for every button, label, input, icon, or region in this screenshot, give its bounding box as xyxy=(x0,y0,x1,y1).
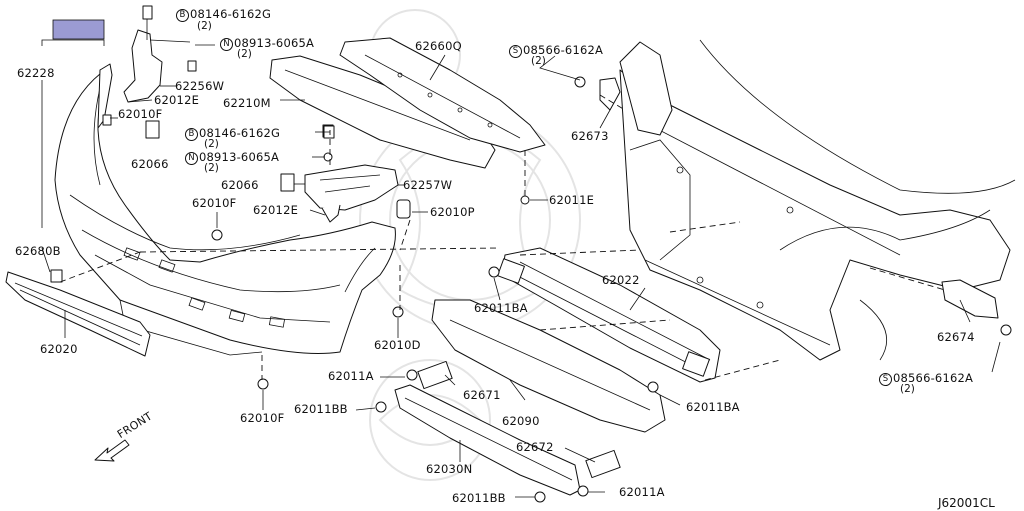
fastener-62011bb-a[interactable] xyxy=(375,401,387,413)
callout-c8[interactable]: 62210M xyxy=(223,96,271,110)
badge-s-icon: S xyxy=(509,45,522,58)
fastener-62010f-a[interactable] xyxy=(102,114,112,126)
callout-c21[interactable]: 62022 xyxy=(602,273,640,287)
callout-c14[interactable]: 62066 xyxy=(221,178,259,192)
clip-62066-b[interactable] xyxy=(280,173,295,192)
callout-c16[interactable]: 62011E xyxy=(549,193,595,207)
badge-s-icon: S xyxy=(879,373,892,386)
bracket-62673[interactable] xyxy=(599,77,621,111)
bumper-beam-62022[interactable] xyxy=(497,247,721,383)
badge-n-icon: N xyxy=(185,152,198,165)
clip-62010p[interactable] xyxy=(396,199,411,219)
callout-c15[interactable]: 62257W xyxy=(403,178,453,192)
qty-c28: (2) xyxy=(900,383,915,395)
qty-c12: (2) xyxy=(204,162,219,174)
lower-grille[interactable] xyxy=(5,271,151,357)
qty-c1: (2) xyxy=(197,20,212,32)
clip-62680b[interactable] xyxy=(50,269,63,283)
badge-n-icon: N xyxy=(220,38,233,51)
callout-c20[interactable]: 62680B xyxy=(15,244,61,258)
callout-c23[interactable]: 62674 xyxy=(937,330,975,344)
fastener-62010d[interactable] xyxy=(392,306,404,318)
callout-c32[interactable]: 62011BA xyxy=(686,400,740,414)
front-arrow-icon xyxy=(94,439,130,462)
callout-c31[interactable]: 62090 xyxy=(502,414,540,428)
callout-c34[interactable]: 62030N xyxy=(426,462,473,476)
badge-b-icon: B xyxy=(176,9,189,22)
fastener-62011e[interactable] xyxy=(520,195,530,205)
bracket-62257w[interactable] xyxy=(304,164,399,223)
callout-c27[interactable]: 62671 xyxy=(463,388,501,402)
callout-c33[interactable]: 62672 xyxy=(516,440,554,454)
callout-c22[interactable]: 62011BA xyxy=(474,301,528,315)
callout-c25[interactable]: 62010D xyxy=(374,338,421,352)
callout-c6[interactable]: 62256W xyxy=(175,79,225,93)
upper-support-62660q[interactable] xyxy=(339,37,546,153)
bracket-62672[interactable] xyxy=(585,449,621,479)
bracket-62671[interactable] xyxy=(417,360,453,390)
callout-c18[interactable]: 62012E xyxy=(253,203,299,217)
body-structure xyxy=(619,39,1016,361)
absorber-62210m[interactable] xyxy=(269,55,496,169)
fastener-62011ba-b[interactable] xyxy=(647,381,659,393)
callout-c30[interactable]: 62010F xyxy=(240,411,285,425)
fastener-62011bb-b[interactable] xyxy=(534,491,546,503)
qty-c11: (2) xyxy=(204,138,219,150)
clip-62066-a[interactable] xyxy=(145,120,160,139)
fastener-08566-b[interactable] xyxy=(1000,324,1012,336)
front-bumper-fascia[interactable] xyxy=(54,63,396,356)
diagram-code: J62001CL xyxy=(938,496,995,510)
callout-c35[interactable]: 62011A xyxy=(619,485,665,499)
fastener-62010f-b[interactable] xyxy=(211,229,223,241)
bracket-62674[interactable] xyxy=(941,279,999,319)
leader-lines xyxy=(41,39,1001,498)
callout-c13[interactable]: 62066 xyxy=(131,157,169,171)
badge-b-icon: B xyxy=(185,128,198,141)
callout-c26[interactable]: 62011A xyxy=(328,369,374,383)
fastener-08566-a[interactable] xyxy=(574,76,586,88)
callout-c10[interactable]: 62673 xyxy=(571,129,609,143)
fastener-62011a-b[interactable] xyxy=(577,485,589,497)
qty-c2: (2) xyxy=(237,48,252,60)
fastener-62011a-a[interactable] xyxy=(406,369,418,381)
callout-c5[interactable]: 62228 xyxy=(17,66,55,80)
callout-c7[interactable]: 62012E xyxy=(154,93,200,107)
part-62228-highlight[interactable] xyxy=(52,19,105,40)
callout-c29[interactable]: 62011BB xyxy=(294,402,348,416)
callout-c3[interactable]: 62660Q xyxy=(415,39,462,53)
fastener-62010f-c[interactable] xyxy=(257,378,269,390)
qty-c4: (2) xyxy=(531,55,546,67)
callout-c36[interactable]: 62011BB xyxy=(452,491,506,505)
fastener-62011ba-a[interactable] xyxy=(488,266,500,278)
absorber-62090[interactable] xyxy=(431,299,666,433)
bracket-62256w[interactable] xyxy=(123,5,163,103)
callout-c17[interactable]: 62010F xyxy=(192,196,237,210)
callout-c24[interactable]: 62020 xyxy=(40,342,78,356)
callout-c19[interactable]: 62010P xyxy=(430,205,475,219)
callout-c9[interactable]: 62010F xyxy=(118,107,163,121)
